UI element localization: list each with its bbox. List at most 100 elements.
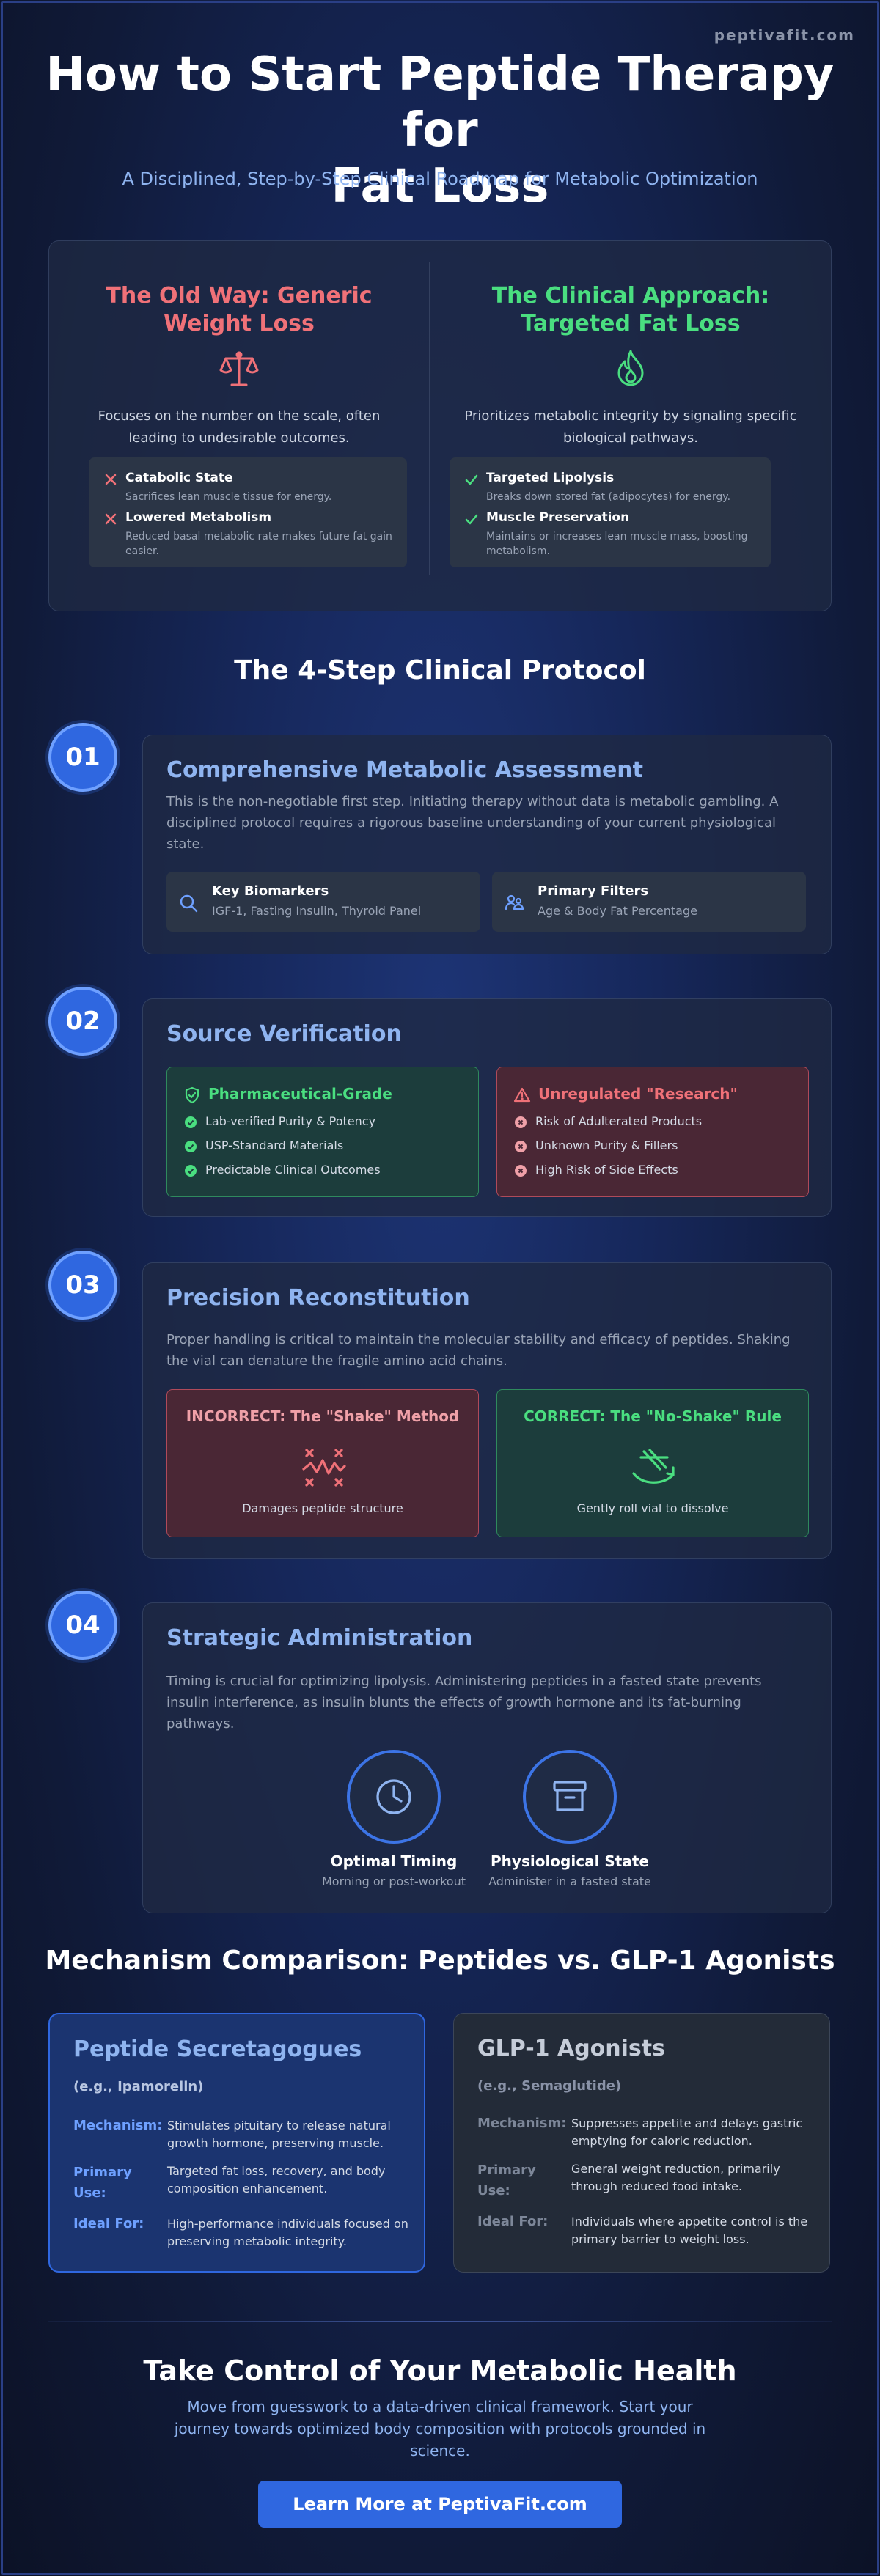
cta-title: Take Control of Your Metabolic Health <box>143 2355 737 2387</box>
step-number-badge: 04 <box>48 1591 117 1660</box>
card-title: Peptide Secretagogues <box>73 2036 362 2062</box>
list-item: Risk of Adulterated Products <box>515 1114 702 1128</box>
pharmaceutical-grade-panel: Pharmaceutical-Grade Lab-verified Purity… <box>166 1067 479 1197</box>
check-icon <box>465 474 478 485</box>
card-title: GLP-1 Agonists <box>477 2036 665 2061</box>
check-circle-icon <box>185 1116 197 1128</box>
list-item: Unknown Purity & Fillers <box>515 1138 678 1152</box>
step-title: Comprehensive Metabolic Assessment <box>166 757 644 783</box>
row-key-line: Primary <box>477 2163 536 2178</box>
approach-comparison-card: The Old Way: Generic Weight Loss Focuses… <box>48 240 832 611</box>
roll-vial-icon <box>632 1449 675 1484</box>
panel-caption: Gently roll vial to dissolve <box>576 1501 729 1515</box>
cta-description: Move from guesswork to a data-driven cli… <box>174 2398 706 2459</box>
clinical-approach-description: Prioritizes metabolic integrity by signa… <box>464 408 797 446</box>
row-key: Mechanism: <box>477 2116 567 2131</box>
row-value: High-performance individuals focused on … <box>167 2217 408 2248</box>
old-way-outcomes: Catabolic State Sacrifices lean muscle t… <box>89 457 407 567</box>
title-line: How to Start Peptide Therapy for <box>45 48 835 158</box>
correct-method-panel: CORRECT: The "No-Shake" Rule Gently roll… <box>496 1389 809 1537</box>
card-title: Key Biomarkers <box>212 883 329 899</box>
heading-line: The Old Way: Generic <box>106 283 373 309</box>
learn-more-button[interactable]: Learn More at PeptivaFit.com <box>258 2481 622 2528</box>
state-sublabel: Administer in a fasted state <box>488 1874 651 1888</box>
filter-icon <box>505 894 524 910</box>
check-circle-icon <box>185 1140 197 1152</box>
item-title: Targeted Lipolysis <box>486 471 615 485</box>
timing-sublabel: Morning or post-workout <box>322 1874 466 1888</box>
step-number-badge: 03 <box>48 1251 117 1320</box>
check-icon <box>465 514 478 525</box>
item-title: Catabolic State <box>125 471 233 485</box>
row-key-line: Primary <box>73 2165 132 2180</box>
clinical-approach-outcomes: Targeted Lipolysis Breaks down stored fa… <box>450 457 771 567</box>
list-item: High Risk of Side Effects <box>515 1163 678 1177</box>
row-value: Suppresses appetite and delays gastric e… <box>571 2116 803 2148</box>
row-key: Ideal For: <box>73 2216 144 2231</box>
row-key-line: Use: <box>477 2183 510 2198</box>
step-title: Source Verification <box>166 1021 402 1047</box>
x-circle-icon <box>515 1116 527 1128</box>
panel-title: Pharmaceutical-Grade <box>183 1085 392 1104</box>
list-text: Unknown Purity & Fillers <box>535 1138 678 1152</box>
list-item: Lab-verified Purity & Potency <box>185 1114 375 1128</box>
clinical-approach-column: The Clinical Approach: Targeted Fat Loss… <box>429 241 832 611</box>
card-subtitle: Age & Body Fat Percentage <box>538 904 697 918</box>
list-item: USP-Standard Materials <box>185 1138 343 1152</box>
check-circle-icon <box>185 1164 197 1177</box>
archive-box-icon <box>553 1781 587 1811</box>
search-icon <box>180 894 198 913</box>
scale-icon <box>219 351 259 386</box>
section-divider <box>48 2321 832 2322</box>
timing-badge <box>347 1750 441 1844</box>
old-way-description: Focuses on the number on the scale, ofte… <box>98 408 381 446</box>
row-value: Individuals where appetite control is th… <box>571 2215 808 2246</box>
incorrect-method-panel: INCORRECT: The "Shake" Method Damages pe… <box>166 1389 479 1537</box>
heading-line: Targeted Fat Loss <box>521 311 741 336</box>
shake-icon <box>302 1449 346 1487</box>
brand-wordmark[interactable]: peptivafit.com <box>714 26 855 44</box>
step-number-badge: 01 <box>48 723 117 792</box>
row-key: Mechanism: <box>73 2118 163 2133</box>
filters-card: Primary Filters Age & Body Fat Percentag… <box>492 872 806 932</box>
step-description: Proper handling is critical to maintain … <box>166 1332 791 1369</box>
unregulated-research-panel: Unregulated "Research" Risk of Adulterat… <box>496 1067 809 1197</box>
panel-title-text: Unregulated "Research" <box>538 1085 738 1103</box>
mechanism-title: Mechanism Comparison: Peptides vs. GLP-1… <box>45 1946 835 1976</box>
warning-triangle-icon <box>513 1087 531 1102</box>
list-item: Predictable Clinical Outcomes <box>185 1163 381 1177</box>
step-number-badge: 02 <box>48 987 117 1056</box>
item-desc: Maintains or increases lean muscle mass,… <box>486 531 748 557</box>
step-description: Timing is crucial for optimizing lipolys… <box>166 1674 762 1732</box>
clock-icon <box>376 1779 411 1814</box>
shield-check-icon <box>185 1086 199 1103</box>
panel-title: INCORRECT: The "Shake" Method <box>186 1407 460 1425</box>
item-title: Muscle Preservation <box>486 510 630 525</box>
glp1-agonists-card: GLP-1 Agonists (e.g., Semaglutide) Mecha… <box>453 2013 830 2273</box>
x-mark-icon <box>105 513 117 525</box>
panel-title: CORRECT: The "No-Shake" Rule <box>524 1407 782 1425</box>
step-title: Strategic Administration <box>166 1625 473 1651</box>
row-key-line: Use: <box>73 2185 106 2201</box>
card-subtitle: IGF-1, Fasting Insulin, Thyroid Panel <box>212 904 422 918</box>
step-card-assessment: Comprehensive Metabolic Assessment This … <box>142 735 832 954</box>
step-card-reconstitution: Precision Reconstitution Proper handling… <box>142 1262 832 1559</box>
step-card-source-verification: Source Verification Pharmaceutical-Grade… <box>142 998 832 1217</box>
flame-icon <box>617 350 644 386</box>
list-text: High Risk of Side Effects <box>535 1163 678 1177</box>
x-mark-icon <box>105 474 117 485</box>
title-line: Fat Loss <box>331 159 549 213</box>
biomarkers-card: Key Biomarkers IGF-1, Fasting Insulin, T… <box>166 872 480 932</box>
item-desc: Reduced basal metabolic rate makes futur… <box>125 531 392 557</box>
card-title: Primary Filters <box>538 883 649 899</box>
list-text: Lab-verified Purity & Potency <box>205 1114 376 1128</box>
state-label: Physiological State <box>491 1852 649 1870</box>
card-example: (e.g., Ipamorelin) <box>73 2079 204 2094</box>
row-key: Ideal For: <box>477 2214 549 2229</box>
x-circle-icon <box>515 1140 527 1152</box>
old-way-column: The Old Way: Generic Weight Loss Focuses… <box>49 241 429 611</box>
row-value: Targeted fat loss, recovery, and body co… <box>167 2164 386 2196</box>
page-subtitle: A Disciplined, Step-by-Step Clinical Roa… <box>122 169 758 189</box>
